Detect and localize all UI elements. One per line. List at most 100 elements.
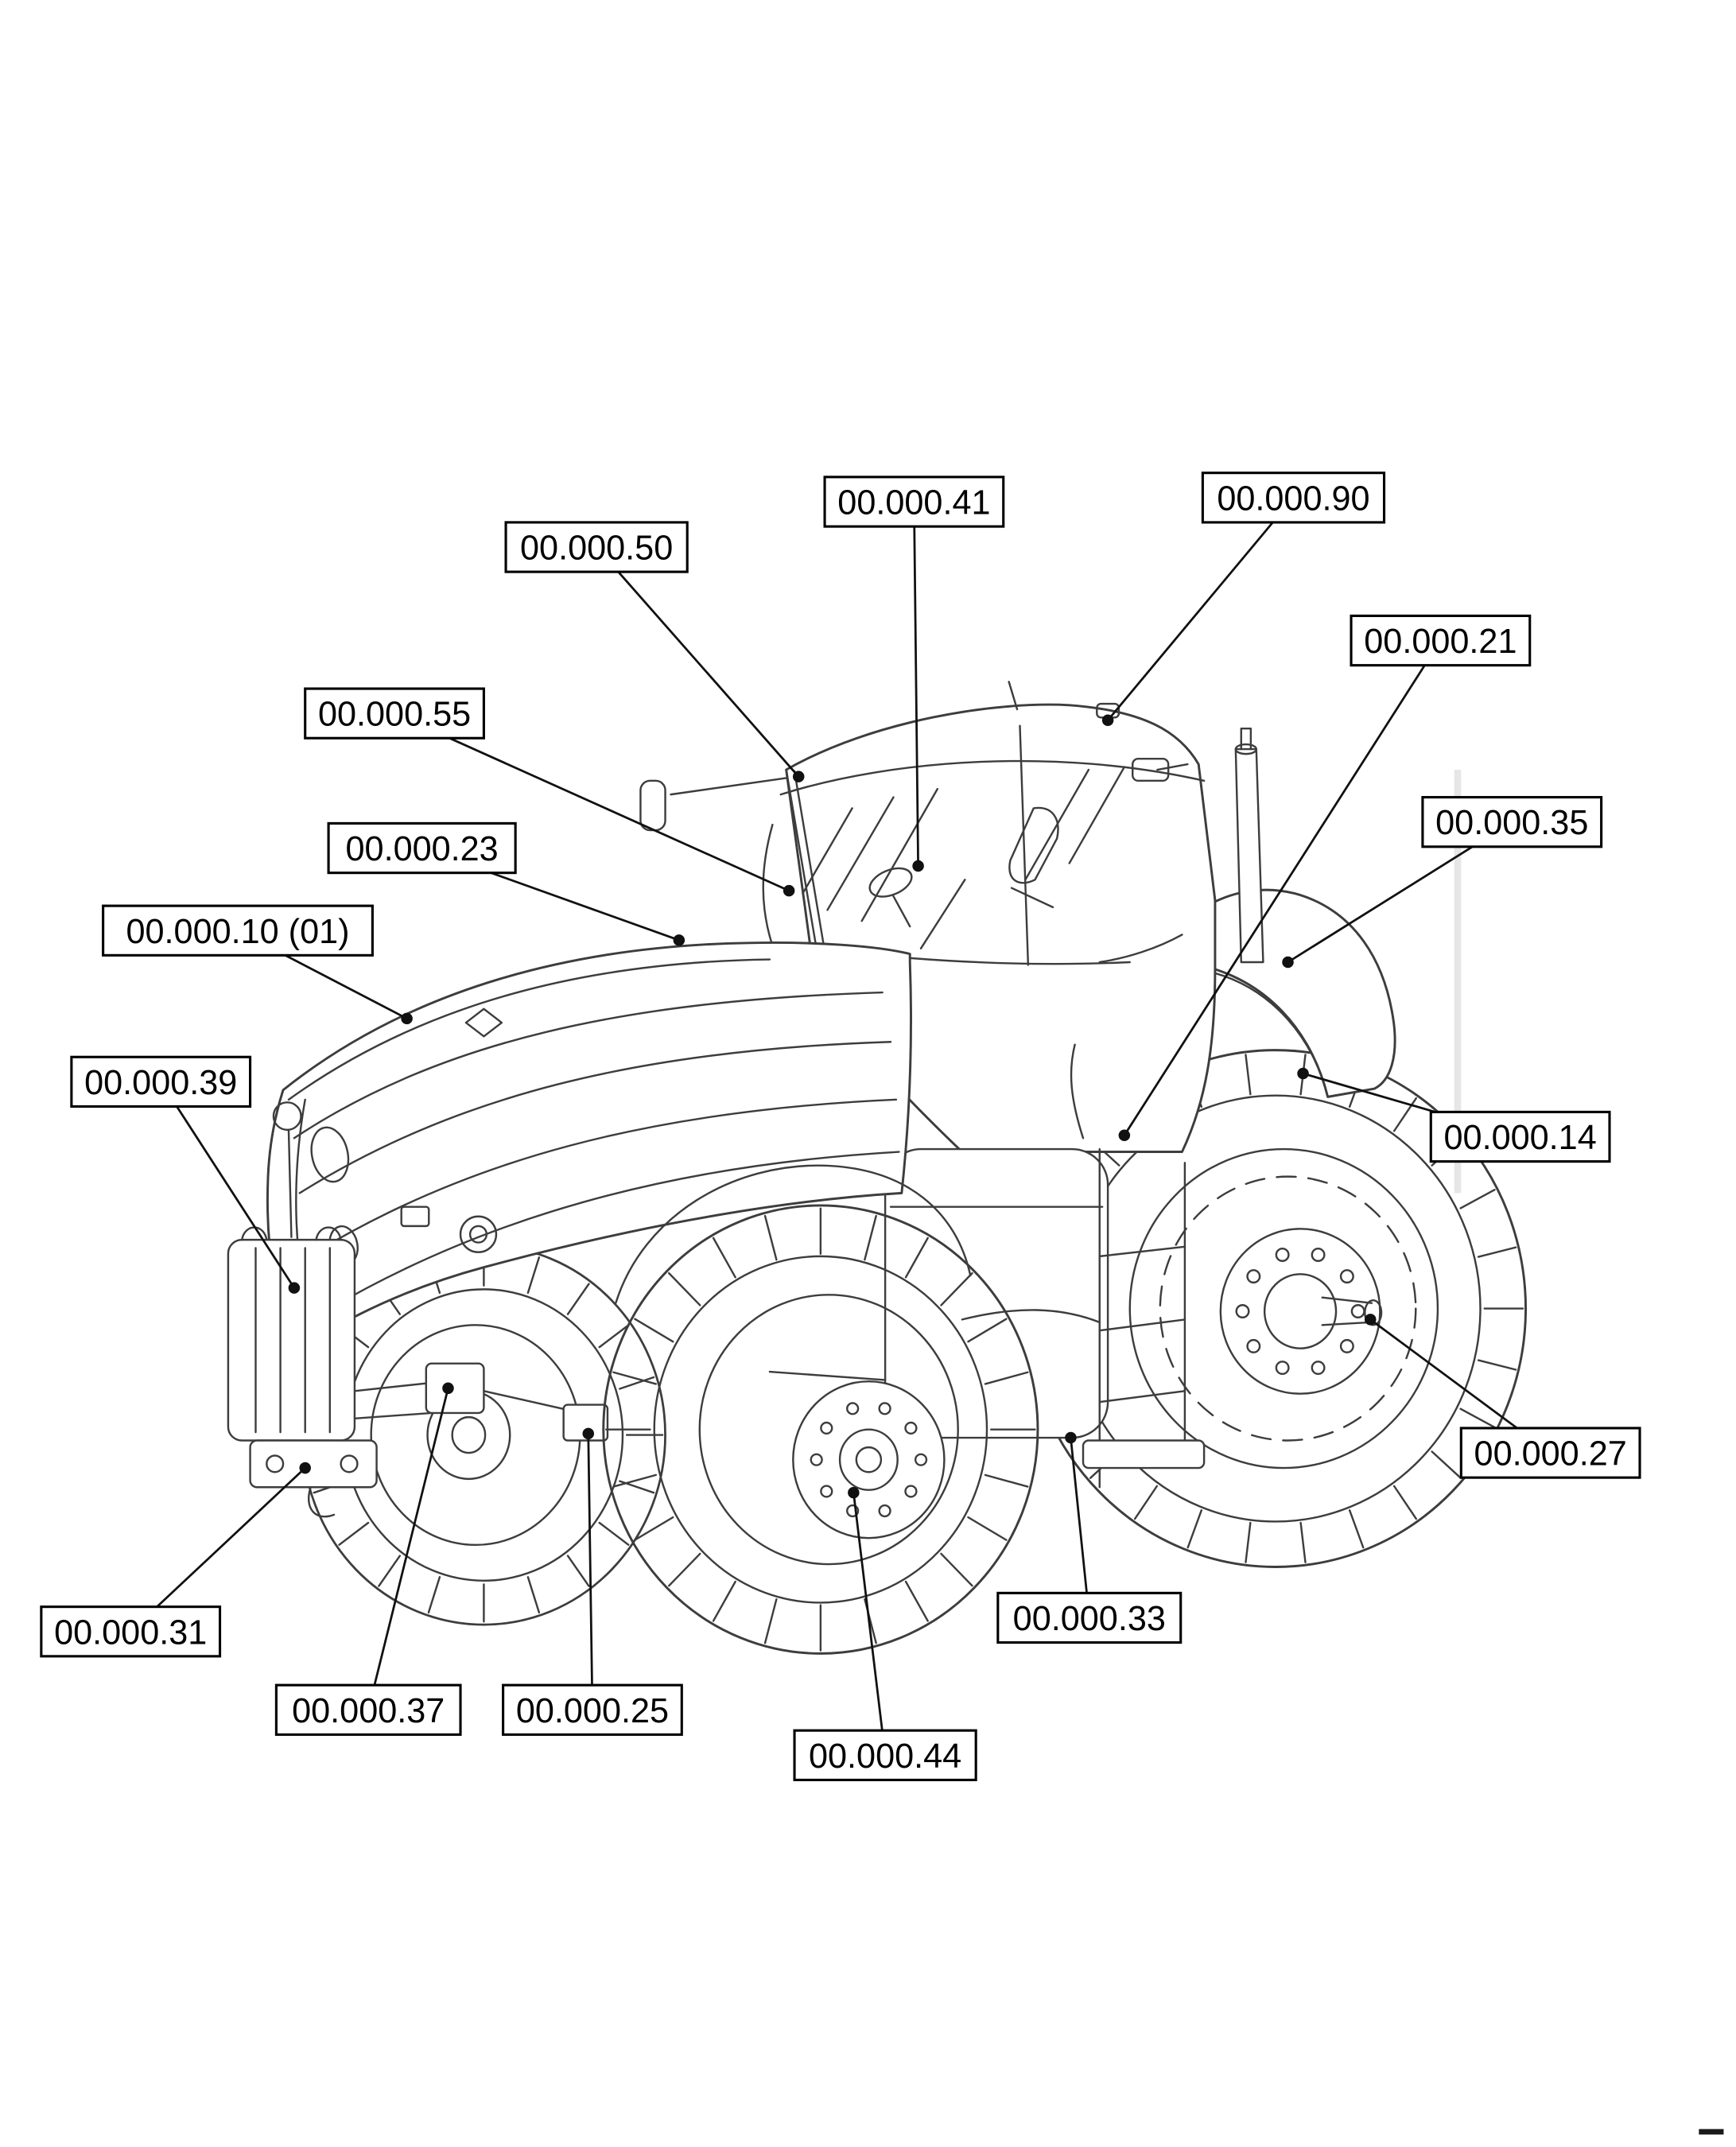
callout-anchor-dot	[288, 1282, 301, 1294]
callout-anchor-dot	[673, 934, 685, 946]
steering-wheel	[868, 867, 913, 898]
callout-leader-line	[1123, 639, 1442, 1136]
hood	[266, 941, 912, 1351]
callout-label-layer: 00.000.50 00.000.41 00.000.90 00.000.21 00.0…	[40, 472, 1641, 1781]
callout-label: 00.000.55	[318, 696, 471, 734]
callout-leader-layer	[130, 496, 1552, 1756]
callout-00-000-50[interactable]: 00.000.50	[504, 521, 689, 573]
callout-00-000-31[interactable]: 00.000.31	[40, 1605, 222, 1658]
left-mirror-arm	[670, 777, 787, 796]
weight-plates	[254, 1247, 332, 1434]
front-hub-disc	[792, 1380, 946, 1539]
callout-anchor-dot	[582, 1427, 595, 1440]
callout-leader-line	[596, 546, 800, 778]
callout-box[interactable]	[504, 521, 689, 573]
axle-bracket	[425, 1362, 485, 1415]
weight-block	[227, 1238, 356, 1442]
callout-00-000-35[interactable]: 00.000.35	[1421, 796, 1603, 848]
fuel-tank	[884, 1147, 1109, 1439]
callout-label: 00.000.35	[1435, 804, 1588, 842]
callout-leader-line	[394, 712, 790, 892]
callout-00-000-90[interactable]: 00.000.90	[1201, 472, 1386, 524]
callout-leader-line	[913, 501, 919, 867]
scan-artifact-line	[1454, 770, 1462, 1194]
callout-leader-line	[1107, 496, 1295, 721]
hitch-frame	[249, 1439, 378, 1489]
callout-box[interactable]	[70, 1055, 252, 1108]
callout-box[interactable]	[40, 1605, 222, 1658]
callout-leader-line	[367, 1388, 449, 1710]
front-weights-hitch	[227, 1101, 378, 1518]
callout-anchor-dot	[1364, 1314, 1377, 1326]
callout-00-000-33[interactable]: 00.000.33	[996, 1591, 1183, 1644]
exhaust-stack	[1234, 727, 1264, 964]
callout-box[interactable]	[823, 476, 1005, 528]
cab-roof-edge	[779, 759, 1206, 796]
right-mirror-arm	[1156, 763, 1189, 771]
callout-00-000-39[interactable]: 00.000.39	[70, 1055, 252, 1108]
callout-label: 00.000.10 (01)	[126, 913, 349, 951]
tractor-line-art	[227, 681, 1528, 1655]
callout-00-000-10-01-[interactable]: 00.000.10 (01)	[102, 904, 374, 957]
callout-anchor-dot	[1101, 714, 1114, 727]
front-hub-bolts	[810, 1402, 928, 1518]
rear-axle-end	[1364, 1299, 1383, 1326]
chassis	[768, 1309, 1101, 1381]
callout-box[interactable]	[502, 1683, 683, 1736]
callout-box[interactable]	[1429, 1110, 1611, 1163]
tow-hook	[308, 1486, 336, 1518]
callout-anchor-dot	[792, 771, 805, 782]
callout-label: 00.000.41	[837, 484, 990, 522]
callout-box[interactable]	[1421, 796, 1603, 848]
callout-anchor-dot	[442, 1382, 454, 1395]
callout-00-000-27[interactable]: 00.000.27	[1459, 1427, 1641, 1479]
callout-leader-line	[1070, 1437, 1091, 1618]
rear-axle-stub	[1321, 1296, 1373, 1326]
callout-00-000-21[interactable]: 00.000.21	[1350, 614, 1532, 667]
rear-hub-bolts	[1235, 1247, 1365, 1376]
callout-label: 00.000.37	[292, 1692, 445, 1730]
cab-rear-pillar	[1197, 763, 1217, 902]
callout-label: 00.000.23	[346, 830, 499, 868]
callout-anchor-dot	[912, 860, 924, 872]
cab-door-pillar	[1019, 724, 1030, 966]
callout-box[interactable]	[102, 904, 374, 957]
callout-00-000-23[interactable]: 00.000.23	[327, 821, 517, 875]
callout-00-000-37[interactable]: 00.000.37	[274, 1683, 462, 1736]
brand-logo	[464, 1007, 503, 1038]
right-mirror	[1132, 757, 1170, 782]
cab-handrail	[762, 823, 774, 947]
callout-anchor-dot	[783, 884, 795, 897]
cab-a-pillar	[785, 768, 825, 949]
front-axle	[353, 1362, 609, 1442]
callout-label: 00.000.31	[54, 1613, 207, 1652]
callout-label: 00.000.90	[1217, 479, 1369, 518]
callout-label: 00.000.44	[809, 1737, 961, 1776]
callout-00-000-44[interactable]: 00.000.44	[793, 1729, 977, 1781]
near-front-tire-lugs	[605, 1207, 1036, 1652]
callout-box[interactable]	[996, 1591, 1183, 1644]
hood-vent	[400, 1206, 430, 1228]
callout-box[interactable]	[1201, 472, 1386, 524]
callout-box[interactable]	[304, 687, 485, 740]
near-front-wheel	[602, 1204, 1039, 1655]
callout-label: 00.000.50	[520, 530, 673, 568]
callout-00-000-14[interactable]: 00.000.14	[1429, 1110, 1611, 1163]
callout-box[interactable]	[274, 1683, 462, 1736]
callout-box[interactable]	[1459, 1427, 1641, 1479]
callout-00-000-41[interactable]: 00.000.41	[823, 476, 1005, 528]
callout-box[interactable]	[1350, 614, 1532, 667]
callout-leader-line	[587, 1433, 594, 1710]
callout-label: 00.000.14	[1444, 1119, 1597, 1157]
seat	[1008, 806, 1059, 884]
callout-box[interactable]	[327, 821, 517, 875]
front-lamp	[272, 1101, 302, 1132]
callout-00-000-25[interactable]: 00.000.25	[502, 1683, 683, 1736]
callout-box[interactable]	[793, 1729, 977, 1781]
callout-anchor-dot	[1065, 1431, 1077, 1444]
antenna	[1008, 681, 1019, 711]
callout-00-000-55[interactable]: 00.000.55	[304, 687, 485, 740]
callout-anchor-dot	[299, 1462, 311, 1474]
